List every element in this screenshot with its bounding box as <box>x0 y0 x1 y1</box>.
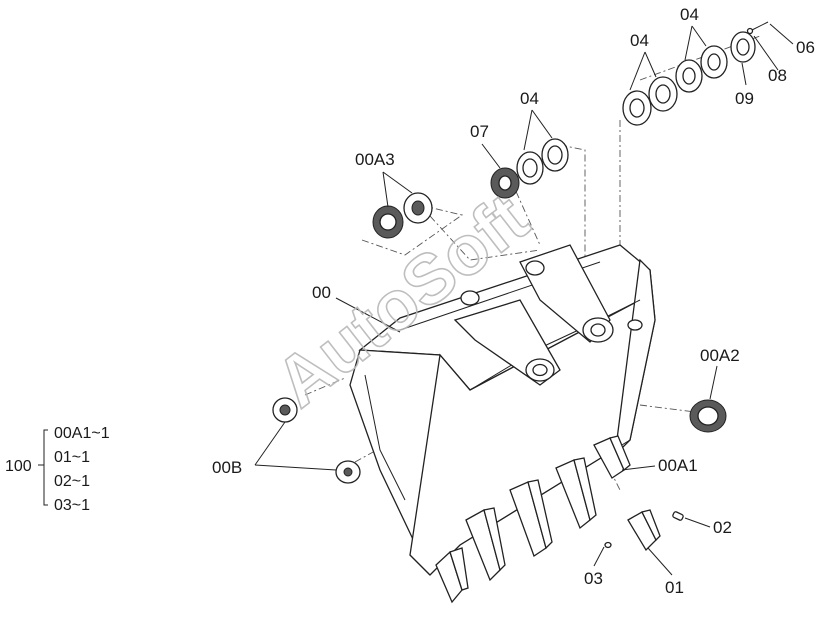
tooth-1 <box>435 547 469 604</box>
callout-09: 09 <box>735 89 754 108</box>
tooth-3 <box>509 479 553 557</box>
pin-part-02 <box>672 511 684 521</box>
shims-04 <box>516 45 728 185</box>
callout-03: 03 <box>584 569 603 588</box>
assembly-group-100: 100 00A1~1 01~1 02~1 03~1 <box>5 425 110 514</box>
tooth-part-01 <box>627 509 661 552</box>
leader-lines <box>254 23 794 576</box>
callout-04-c: 04 <box>680 5 699 24</box>
bolt-06 <box>746 21 769 35</box>
assembly-item-4: 03~1 <box>54 497 90 514</box>
callout-00: 00 <box>312 283 331 302</box>
plate-09 <box>730 31 756 63</box>
seal-00A3 <box>372 192 433 239</box>
callout-04-a: 04 <box>520 89 539 108</box>
callout-labels: 00 00A3 07 04 04 04 06 08 09 00A2 00A1 0… <box>212 5 815 597</box>
tooth-4 <box>555 457 597 530</box>
tooth-2 <box>465 507 506 582</box>
seal-00A2 <box>689 399 727 433</box>
callout-00A3: 00A3 <box>355 150 395 169</box>
callout-01: 01 <box>665 578 684 597</box>
washer-07 <box>490 167 520 199</box>
assembly-item-2: 01~1 <box>54 449 90 466</box>
callout-04-b: 04 <box>630 31 649 50</box>
assembly-item-1: 00A1~1 <box>54 425 110 442</box>
lock-part-03 <box>604 541 612 549</box>
bucket-body <box>349 244 656 576</box>
callout-06: 06 <box>796 38 815 57</box>
assembly-item-3: 02~1 <box>54 473 90 490</box>
callout-00A2: 00A2 <box>700 346 740 365</box>
callout-00B: 00B <box>212 458 242 477</box>
callout-07: 07 <box>470 122 489 141</box>
callout-02: 02 <box>713 518 732 537</box>
bushing-00B <box>272 397 361 484</box>
assembly-number: 100 <box>5 458 32 475</box>
callout-00A1: 00A1 <box>658 456 698 475</box>
callout-08: 08 <box>768 66 787 85</box>
